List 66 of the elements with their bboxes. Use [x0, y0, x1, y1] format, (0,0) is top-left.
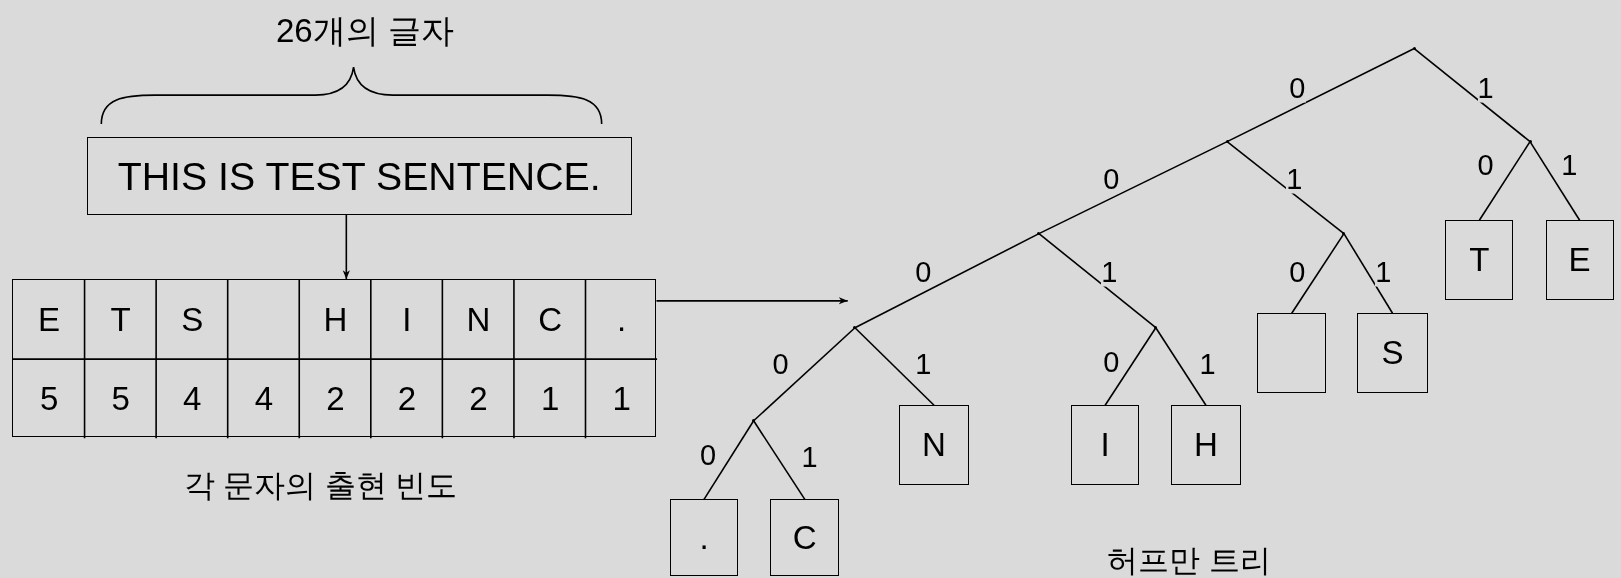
table-cell-text: .	[617, 303, 627, 337]
table-cell-text: 5	[39, 382, 59, 416]
leaf-letter: C	[792, 518, 817, 557]
table-cell-text: 2	[326, 382, 345, 416]
tree-branch	[1478, 140, 1531, 221]
table-cell-text: N	[466, 303, 491, 337]
leaf-box	[1171, 405, 1241, 485]
table-cell-text: I	[402, 303, 412, 337]
table-cell-text: 2	[397, 382, 417, 416]
leaf-letter: T	[1469, 241, 1490, 279]
table-cell-text: 1	[612, 382, 631, 416]
tree-branch	[1038, 140, 1228, 235]
brace-label: 26개의 글자	[275, 14, 454, 48]
tree-branch	[1413, 47, 1531, 143]
tree-branch	[1529, 140, 1581, 221]
table-cell-text: 4	[183, 382, 202, 416]
branch-point	[1154, 326, 1158, 330]
table-cell-text: S	[181, 303, 204, 337]
tree-branch	[1226, 140, 1345, 235]
table-cell-text: 2	[469, 382, 488, 416]
table-cell-text: 5	[111, 382, 130, 416]
tree-branch	[854, 326, 935, 407]
caption: 허프만 트리	[1107, 545, 1271, 577]
branch-point	[752, 419, 756, 423]
branch-point	[1225, 140, 1229, 144]
table-cell-text: 1	[540, 382, 560, 416]
tree-branch	[1226, 47, 1416, 143]
tree-branch	[752, 419, 806, 501]
leaf-box	[899, 405, 969, 485]
tree-branch	[703, 419, 755, 501]
leaf-letter: N	[922, 426, 946, 465]
leaf-letter: H	[1193, 426, 1218, 465]
leaf-box	[1545, 220, 1614, 300]
tree-branch	[752, 326, 856, 422]
tree-branch	[1104, 326, 1157, 407]
arrow	[342, 214, 350, 280]
table-cell-text: E	[38, 303, 61, 337]
leaf-box	[86, 137, 632, 215]
table-cell-text: C	[538, 303, 563, 337]
table-cell-text: T	[110, 303, 131, 337]
tree-branch	[854, 232, 1040, 329]
leaf-letter: E	[1568, 241, 1591, 279]
leaf-box	[1445, 220, 1514, 300]
leaf-letter: S	[1381, 334, 1404, 373]
tree-branch	[1038, 232, 1157, 329]
branch-point	[853, 326, 857, 330]
branch-point	[1342, 232, 1346, 236]
tree-branch	[1290, 232, 1345, 315]
leaf-letter: .	[699, 518, 709, 557]
leaf-box	[770, 499, 840, 576]
table-cell-text: 4	[254, 382, 274, 416]
leaf-box	[669, 499, 739, 576]
branch-point	[1528, 140, 1532, 144]
frequency-table	[12, 279, 657, 438]
leaf-letter: I	[1100, 426, 1110, 465]
node-label: 각 문자의 출현 빈도	[183, 470, 458, 502]
sentence-text: THIS IS TEST SENTENCE.	[117, 153, 601, 199]
leaf-box	[1071, 405, 1140, 485]
leaf-box	[1357, 313, 1428, 393]
arrow	[655, 297, 849, 305]
branch-point	[1037, 232, 1041, 236]
tree-branch	[1343, 232, 1394, 315]
branch-point	[1412, 47, 1416, 51]
table-cell-text: H	[323, 303, 348, 337]
empty-leaf-box	[1257, 313, 1327, 393]
tree-branch	[1155, 326, 1207, 407]
